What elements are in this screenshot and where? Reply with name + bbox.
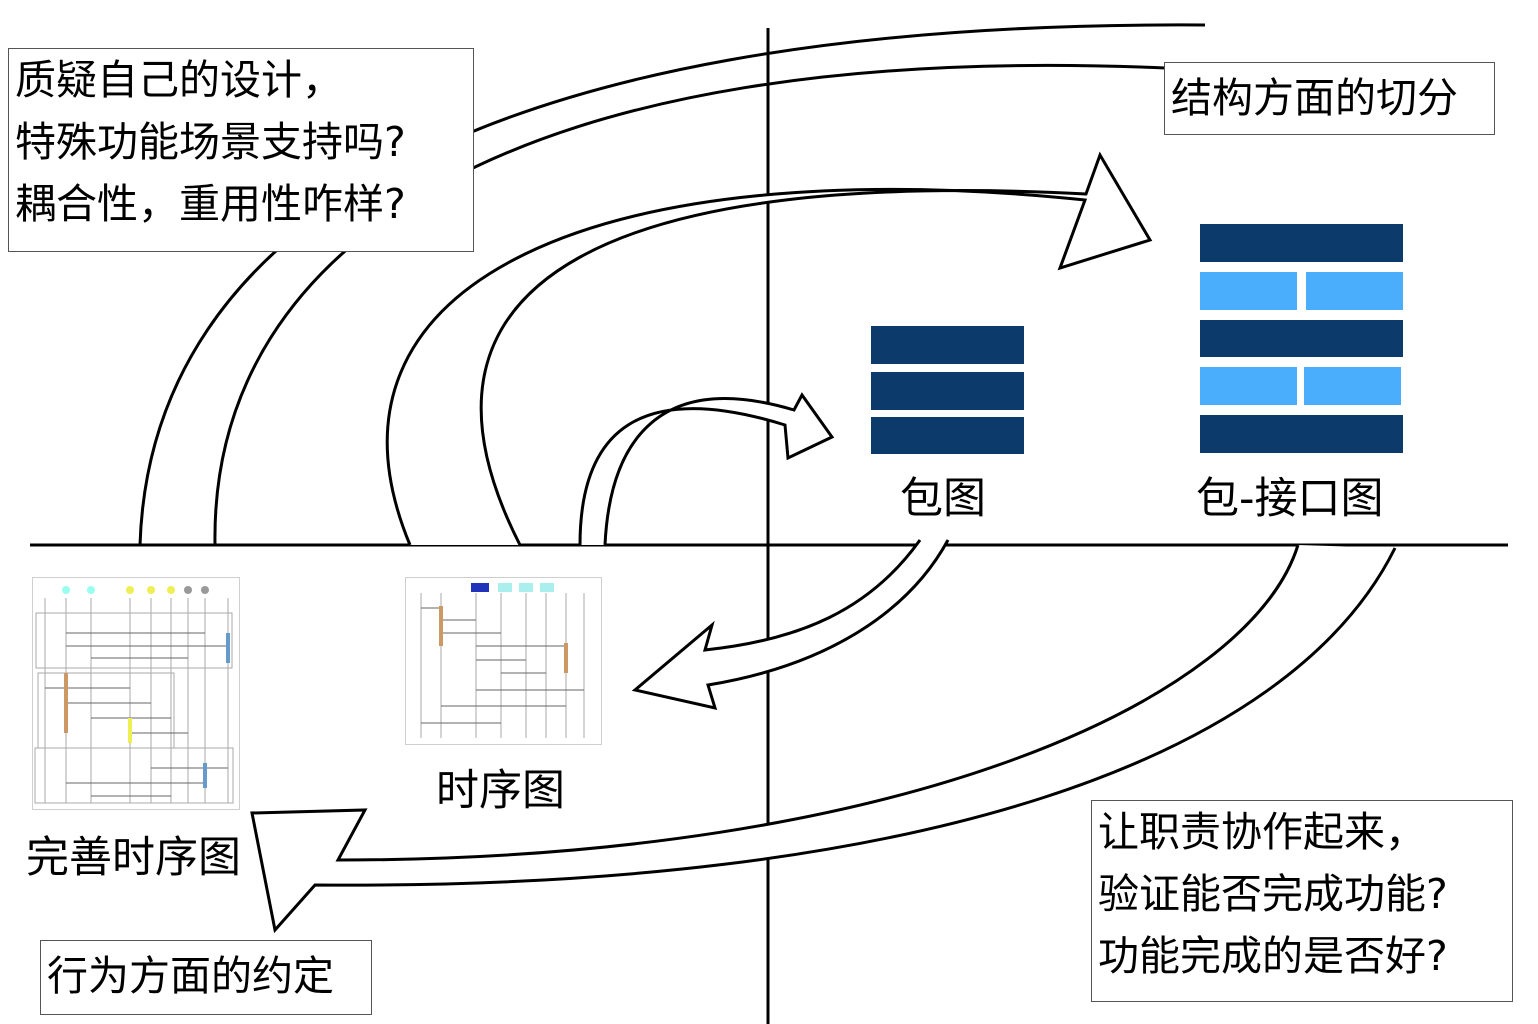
package-block-3 (871, 417, 1024, 454)
package-block-2 (871, 372, 1024, 410)
note-line-3: 功能完成的是否好? (1098, 932, 1448, 980)
label-sequence-diagram: 时序图 (436, 766, 565, 816)
pi-interface-1b (1306, 272, 1403, 310)
pi-block-3 (1200, 415, 1403, 453)
note-verify-function: 让职责协作起来， 验证能否完成功能? 功能完成的是否好? (1091, 800, 1513, 1002)
label-refined-sequence-diagram: 完善时序图 (26, 833, 241, 883)
note-line-2: 特殊功能场景支持吗? (15, 118, 406, 166)
label-package-diagram: 包图 (900, 474, 986, 524)
small-cycle-arrow (578, 392, 835, 546)
label-package-interface-diagram: 包-接口图 (1196, 474, 1384, 524)
note-line-1: 质疑自己的设计， (15, 56, 343, 104)
sequence-thumbnail (405, 577, 602, 745)
package-to-sequence-arrow (631, 539, 950, 711)
pi-interface-2b (1304, 367, 1401, 405)
note-structural-split: 结构方面的切分 (1164, 62, 1495, 135)
note-line-2: 验证能否完成功能? (1098, 870, 1448, 918)
note-structural-text: 结构方面的切分 (1171, 74, 1458, 122)
sequence-sketch (420, 583, 585, 738)
note-behavior-text: 行为方面的约定 (47, 952, 334, 1000)
pi-block-1 (1200, 224, 1403, 262)
note-question-design: 质疑自己的设计， 特殊功能场景支持吗? 耦合性，重用性咋样? (8, 48, 474, 252)
note-line-1: 让职责协作起来， (1098, 808, 1426, 856)
refined-sequence-thumbnail (32, 577, 240, 810)
pi-interface-1a (1200, 272, 1297, 310)
package-block-1 (871, 326, 1024, 364)
pi-block-2 (1200, 320, 1403, 357)
outer-cycle-arrow-bottom (250, 544, 1397, 934)
note-behavior-contract: 行为方面的约定 (40, 940, 372, 1015)
refined-sequence-sketch (34, 586, 234, 804)
pi-interface-2a (1200, 367, 1297, 405)
note-line-3: 耦合性，重用性咋样? (15, 180, 406, 228)
middle-cycle-arrow (385, 151, 1153, 546)
